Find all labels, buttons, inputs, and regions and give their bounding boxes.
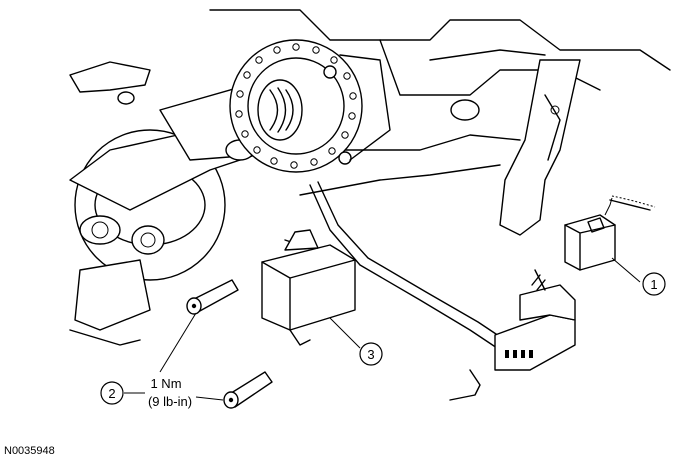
screw-upper bbox=[186, 279, 239, 315]
callout-2-number: 2 bbox=[108, 386, 115, 401]
connector-part-1 bbox=[564, 197, 641, 283]
screw-lower bbox=[223, 371, 273, 409]
sensor-module-part-3 bbox=[261, 229, 361, 349]
figure-id: N0035948 bbox=[4, 445, 55, 457]
callout-3-number: 3 bbox=[367, 347, 374, 362]
callout-1-number: 1 bbox=[650, 277, 657, 292]
callout-1: 1 bbox=[642, 272, 666, 296]
brake-pedal-arm bbox=[499, 59, 581, 236]
harness-connector bbox=[494, 269, 576, 371]
callout-2: 2 bbox=[100, 381, 124, 405]
pedal-support-bracket bbox=[69, 9, 671, 196]
torque-value: 1 Nm bbox=[150, 376, 181, 391]
callout-3: 3 bbox=[359, 342, 383, 366]
torque-imperial: (9 lb-in) bbox=[148, 394, 192, 409]
torque-leader-lines bbox=[124, 312, 224, 401]
reluctor-ring bbox=[229, 39, 391, 173]
